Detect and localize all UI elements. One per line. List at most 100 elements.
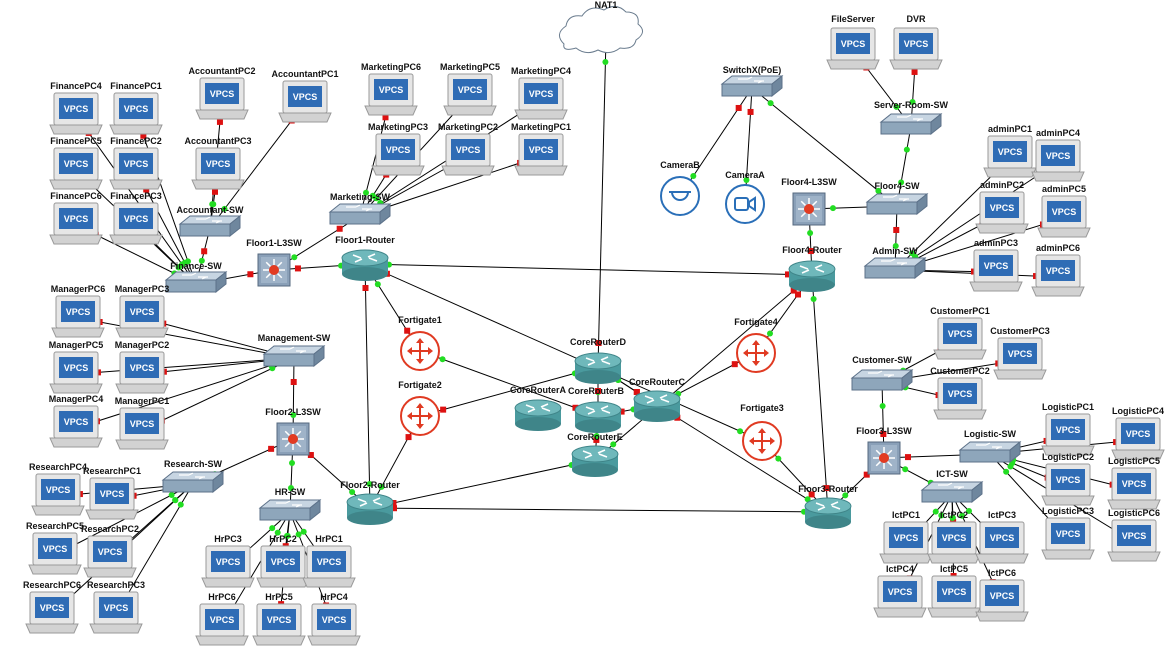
node-fortigate4[interactable]: Fortigate4 <box>734 317 778 373</box>
link-coreroutere-floor2router[interactable] <box>369 459 596 509</box>
link-managementsw-managerpc6[interactable] <box>77 317 295 359</box>
node-floor1l3[interactable]: Floor1-L3SW <box>246 238 302 287</box>
link-adminsw-adminpc4[interactable] <box>894 161 1059 271</box>
node-floor2l3[interactable]: Floor2-L3SW <box>265 407 321 456</box>
link-fortigate2-corerouterd[interactable] <box>419 366 599 417</box>
node-marketingsw[interactable]: Marketing-SW <box>328 192 392 226</box>
node-hrsw[interactable]: HR-SW <box>258 487 322 522</box>
node-logisticsw[interactable]: Logistic-SW <box>958 429 1022 464</box>
link-managementsw-managerpc5[interactable] <box>75 357 295 375</box>
node-corerouterd[interactable]: CoreRouterD <box>570 337 627 384</box>
node-coreroutere[interactable]: CoreRouterE <box>567 432 623 477</box>
node-adminsw[interactable]: Admin-SW <box>863 246 927 280</box>
node-corerouterc[interactable]: CoreRouterC <box>629 377 686 422</box>
node-coreroutera[interactable]: CoreRouterA <box>510 385 567 431</box>
node-managementsw[interactable]: Management-SW <box>258 333 331 368</box>
node-floor3l3[interactable]: Floor3-L3SW <box>856 426 912 475</box>
node-camerab[interactable]: CameraB <box>660 160 700 216</box>
link-serverroomsw-floor4sw[interactable] <box>896 125 912 207</box>
link-floor4router-coreroutere[interactable] <box>594 274 813 461</box>
node-switchx[interactable]: SwitchX(PoE) <box>720 65 784 98</box>
node-floor1router[interactable]: Floor1-Router <box>335 235 395 281</box>
node-fortigate3[interactable]: Fortigate3 <box>740 403 784 461</box>
node-floor3router[interactable]: Floor3-Router <box>798 484 858 529</box>
node-researchsw[interactable]: Research-SW <box>161 459 225 494</box>
node-ictsw[interactable]: ICT-SW <box>920 469 984 504</box>
node-fortigate1[interactable]: Fortigate1 <box>398 315 442 371</box>
node-nat1[interactable]: NAT1 <box>559 0 643 54</box>
link-floor4router-floor3router[interactable] <box>811 274 829 513</box>
node-floor4sw[interactable]: Floor4-SW <box>865 181 929 216</box>
link-floor1router-floor2router[interactable] <box>364 263 371 509</box>
node-financesw[interactable]: Finance-SW <box>164 261 228 294</box>
link-managementsw-managerpc4[interactable] <box>75 357 295 429</box>
node-floor4l3[interactable]: Floor4-L3SW <box>781 177 837 226</box>
node-floor4router[interactable]: Floor4-Router <box>782 245 842 292</box>
link-switchx-floor4sw[interactable] <box>751 87 898 207</box>
node-floor2router[interactable]: Floor2-Router <box>340 480 400 525</box>
link-floor4router-floor1router[interactable] <box>364 263 813 276</box>
link-floor2router-floor3router[interactable] <box>369 507 829 513</box>
node-accountantsw[interactable]: Accountant-SW <box>177 205 245 238</box>
link-fortigate1-corerouterb[interactable] <box>419 350 599 417</box>
node-customersw[interactable]: Customer-SW <box>850 355 914 392</box>
link-financesw-financepc4[interactable] <box>75 114 197 285</box>
node-serverroomsw[interactable]: Server-Room-SW <box>874 100 949 136</box>
link-managementsw-managerpc1[interactable] <box>141 357 295 431</box>
link-financesw-financepc1[interactable] <box>135 114 197 285</box>
link-floor1router-fortigate3[interactable] <box>364 263 763 442</box>
link-nat1-corerouterd[interactable] <box>597 37 607 368</box>
